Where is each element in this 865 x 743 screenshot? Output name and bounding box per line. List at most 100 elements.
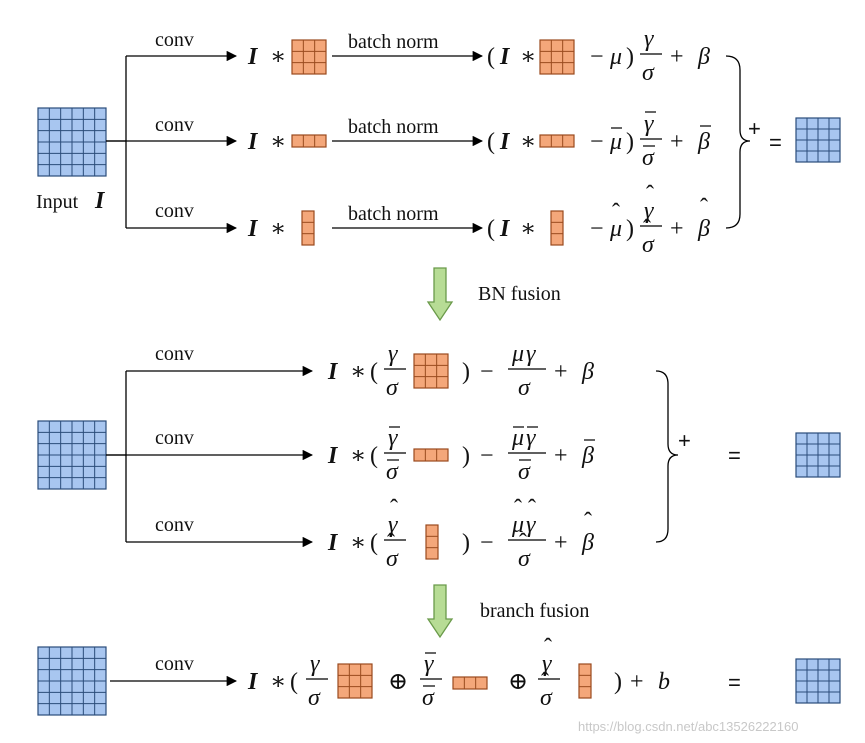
svg-text:ˆ: ˆ [544, 635, 552, 661]
svg-text:∗: ∗ [350, 359, 366, 385]
svg-text:(: ( [290, 669, 298, 695]
svg-text:+: + [670, 129, 684, 155]
watermark: https://blog.csdn.net/abc13526222160 [578, 719, 798, 734]
kernel-3x3 [539, 39, 575, 75]
svg-text:γ: γ [424, 651, 434, 677]
svg-text:γ: γ [388, 341, 398, 367]
kernel-3x3 [291, 39, 327, 75]
svg-text:σ: σ [642, 145, 655, 171]
svg-text:γ: γ [526, 512, 536, 538]
svg-text:μ: μ [609, 44, 622, 70]
svg-text:ˆ: ˆ [528, 496, 536, 522]
svg-text:∗: ∗ [350, 443, 366, 469]
svg-text:∗: ∗ [520, 216, 536, 242]
svg-text:μ: μ [511, 512, 524, 538]
svg-text:ˆ: ˆ [387, 530, 395, 556]
svg-text:μ: μ [609, 129, 622, 155]
svg-text:(: ( [487, 216, 495, 242]
input-feature-map [37, 646, 107, 716]
kernel-3x1 [425, 524, 439, 560]
svg-text:ˆ: ˆ [514, 496, 522, 522]
svg-text:σ: σ [642, 60, 655, 86]
svg-text:γ: γ [526, 425, 536, 451]
svg-text:I: I [327, 359, 339, 385]
svg-text:−: − [480, 443, 494, 469]
svg-text:σ: σ [518, 459, 531, 485]
input-feature-map [37, 107, 107, 177]
svg-text:): ) [462, 530, 470, 556]
conv-label: conv [155, 427, 194, 449]
svg-text:+: + [554, 443, 568, 469]
svg-text:σ: σ [518, 375, 531, 401]
svg-text:): ) [626, 216, 634, 242]
svg-text:I: I [499, 129, 511, 155]
svg-text:): ) [626, 44, 634, 70]
svg-text:ˆ: ˆ [643, 216, 651, 242]
svg-text:+: + [554, 530, 568, 556]
svg-text:σ: σ [642, 232, 655, 258]
svg-text:ˆ: ˆ [390, 496, 398, 522]
svg-text:): ) [462, 443, 470, 469]
svg-text:σ: σ [540, 685, 553, 711]
svg-text:γ: γ [388, 512, 398, 538]
svg-text:I: I [499, 216, 511, 242]
conv-label: conv [155, 29, 194, 51]
svg-text:ˆ: ˆ [612, 200, 620, 226]
svg-text:I: I [247, 669, 259, 695]
svg-text:(: ( [370, 530, 378, 556]
oplus-operator: ⊕ [388, 669, 408, 695]
branch-fusion-label: branch fusion [480, 600, 589, 622]
svg-text:+: + [670, 216, 684, 242]
svg-text:ˆ: ˆ [700, 195, 708, 221]
kernel-3x1 [301, 210, 315, 246]
batch-norm-label: batch norm [348, 203, 439, 225]
conv-operator: ∗ [270, 44, 286, 70]
svg-text:γ: γ [644, 198, 654, 224]
kernel-1x3 [291, 134, 327, 148]
svg-text:γ: γ [542, 651, 552, 677]
svg-text:(: ( [487, 129, 495, 155]
input-label: Input [36, 191, 79, 213]
svg-text:β: β [697, 216, 710, 242]
svg-text:I: I [499, 44, 511, 70]
svg-text:σ: σ [386, 459, 399, 485]
section-fused: conv I ∗ ( γ σ ⊕ γ σ ⊕ γ ˆ σ ˆ ) + b = [37, 635, 841, 716]
svg-text:I: I [327, 443, 339, 469]
svg-text:μ: μ [511, 341, 524, 367]
bn-fusion-label: BN fusion [478, 283, 561, 305]
svg-text:σ: σ [422, 685, 435, 711]
sum-brace [655, 370, 679, 543]
svg-text:−: − [480, 530, 494, 556]
conv-label: conv [155, 114, 194, 136]
fraction-gamma-sigma: γ σ [640, 26, 662, 86]
plus-sign: + [748, 116, 761, 141]
kernel-3x1 [550, 210, 564, 246]
kernel-1x3 [452, 676, 488, 690]
kernel-1x3 [539, 134, 575, 148]
kernel-1x3 [413, 448, 449, 462]
symbol-I: I [247, 44, 259, 70]
svg-text:β: β [697, 44, 710, 70]
kernel-3x3 [413, 353, 449, 389]
svg-text:+: + [670, 44, 684, 70]
bn-fusion-step: BN fusion [426, 267, 561, 322]
down-arrow-icon [426, 267, 454, 322]
output-feature-map [795, 117, 841, 163]
svg-text:β: β [581, 359, 594, 385]
batch-norm-label: batch norm [348, 31, 439, 53]
svg-text:ˆ: ˆ [519, 530, 527, 556]
svg-text:γ: γ [644, 26, 654, 52]
branch-fusion-step: branch fusion [426, 584, 589, 639]
svg-text:I: I [247, 129, 259, 155]
svg-text:ˆ: ˆ [541, 669, 549, 695]
svg-text:I: I [327, 530, 339, 556]
svg-text:(: ( [370, 443, 378, 469]
svg-text:(: ( [370, 359, 378, 385]
svg-text:γ: γ [388, 425, 398, 451]
svg-text:ˆ: ˆ [584, 509, 592, 535]
svg-text:I: I [247, 216, 259, 242]
svg-text:(: ( [487, 44, 495, 70]
svg-text:+: + [630, 669, 644, 695]
svg-text:σ: σ [308, 685, 321, 711]
